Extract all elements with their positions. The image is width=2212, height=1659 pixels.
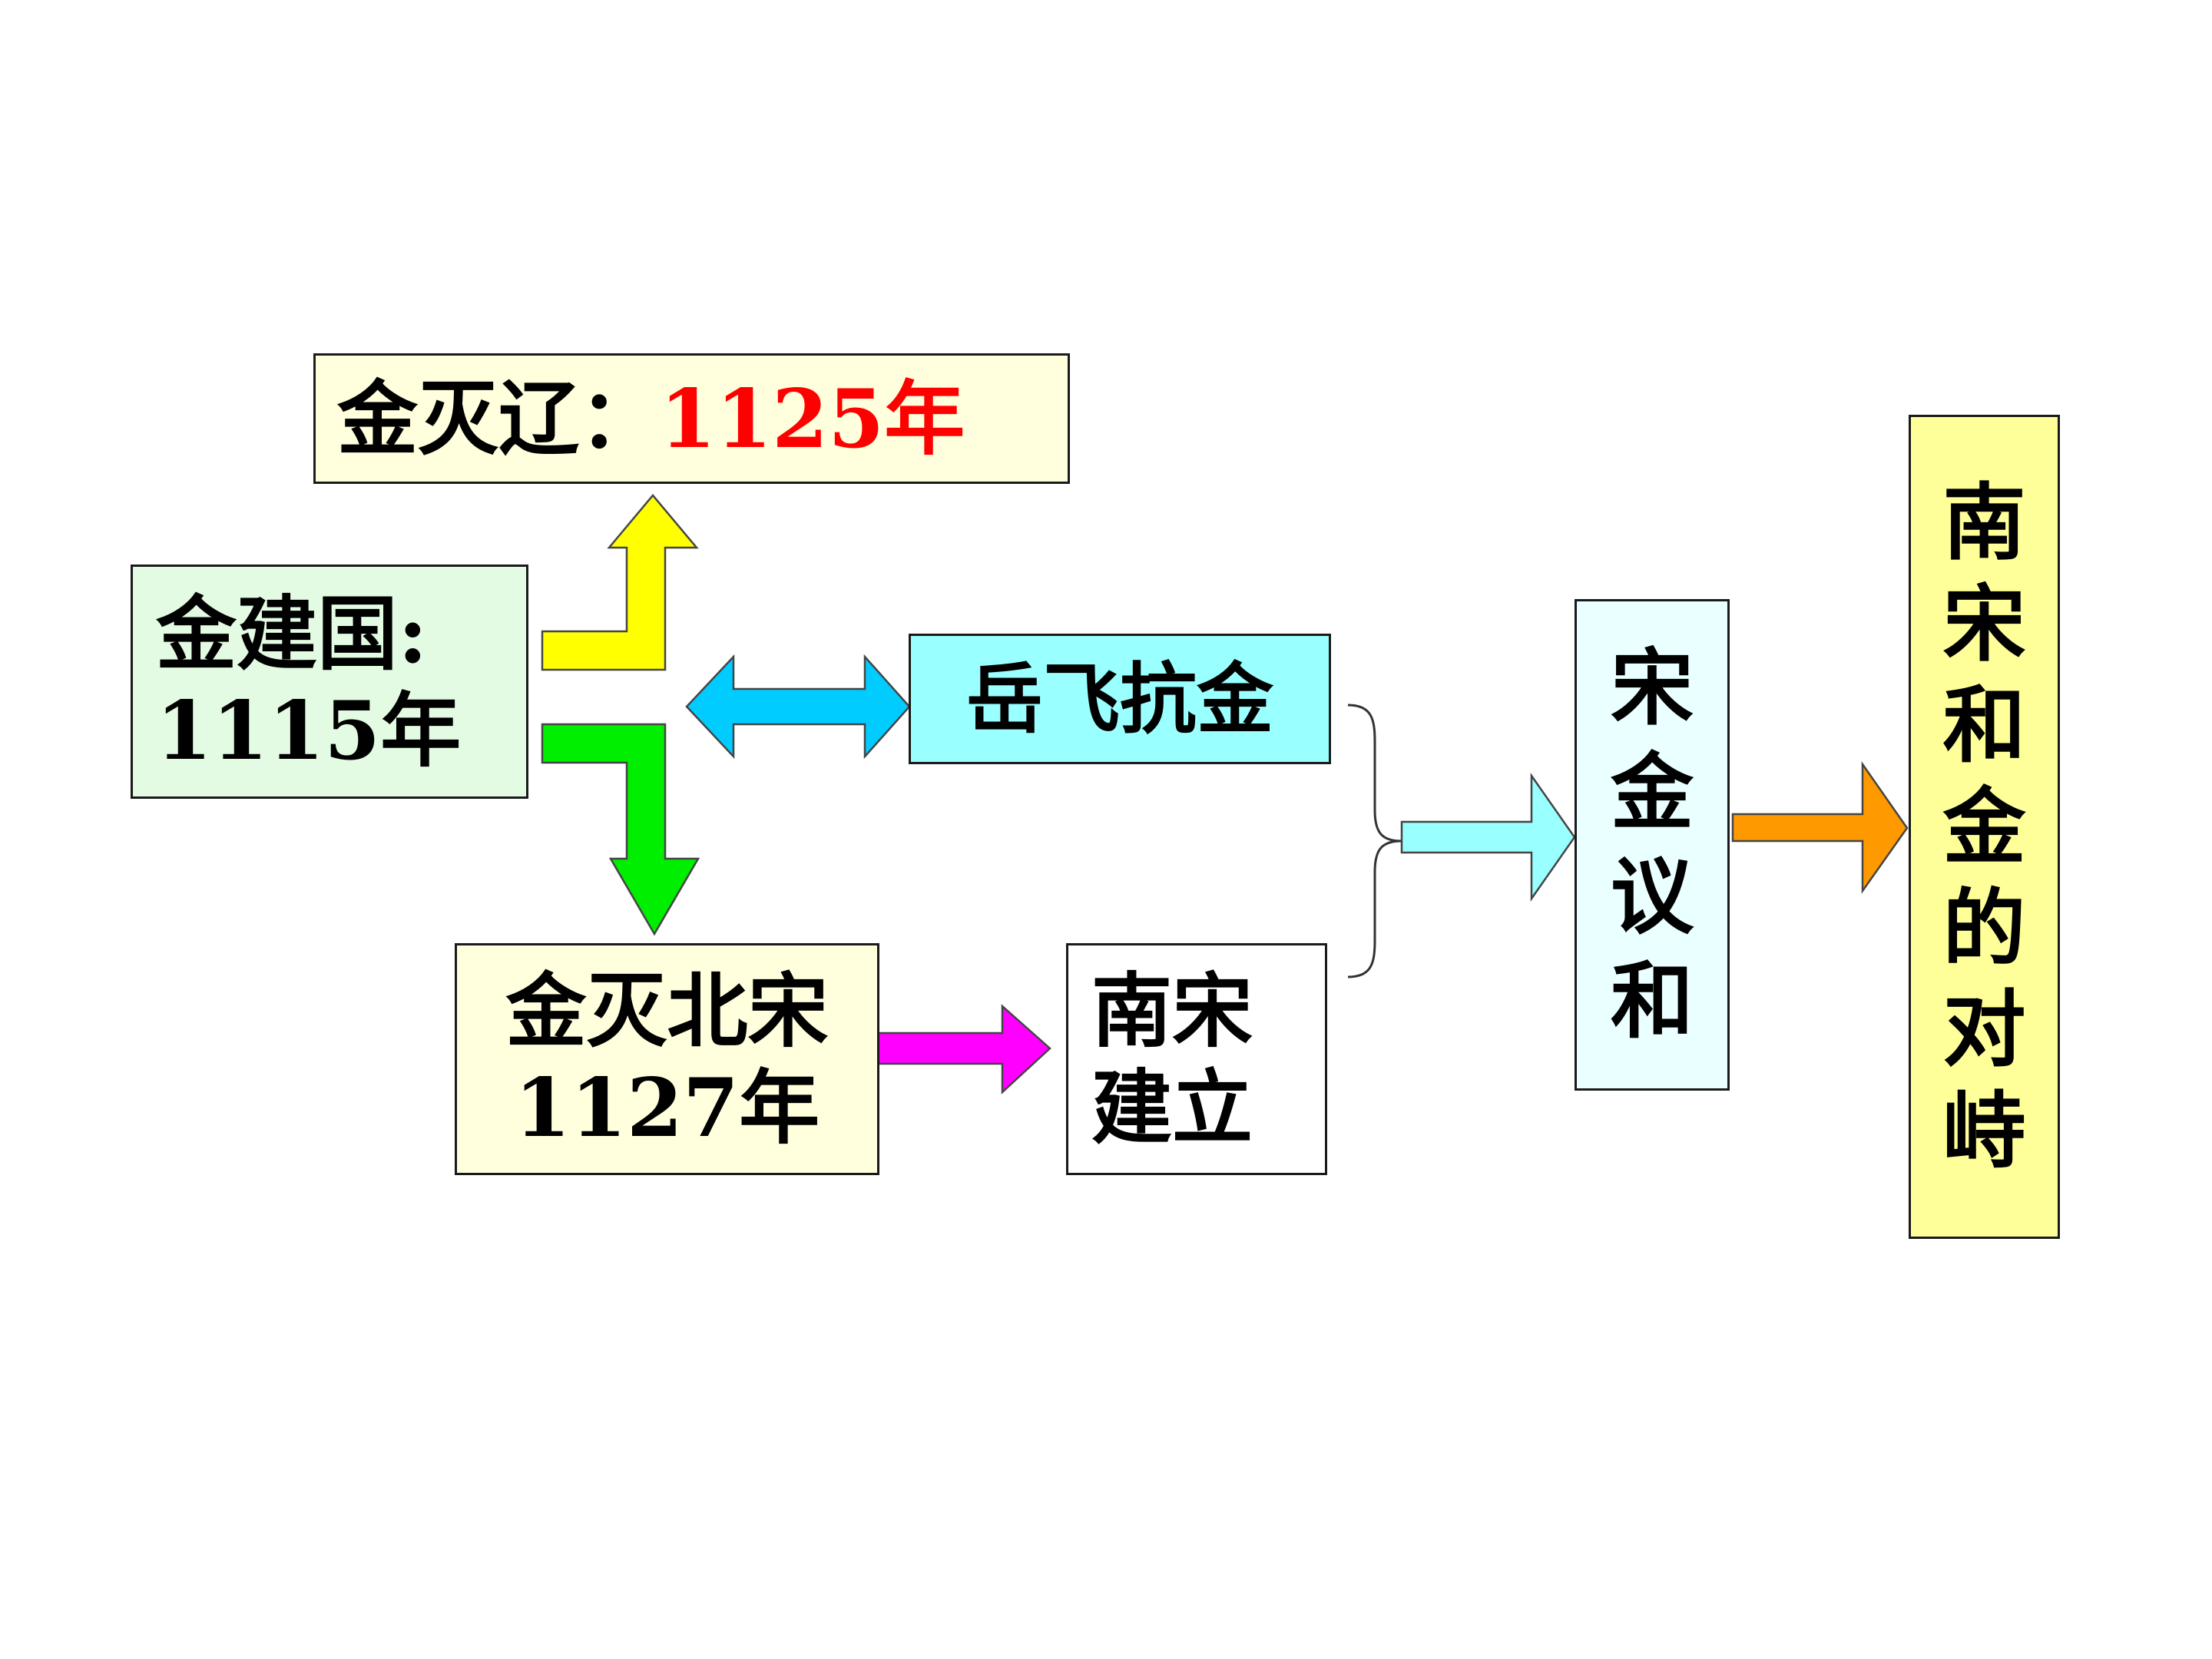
song-jin-peace-char: 宋 — [1610, 640, 1694, 737]
song-jin-peace-char: 议 — [1610, 849, 1694, 945]
southern-song-founded-box: 南宋 建立 — [1066, 943, 1327, 1175]
confrontation-char: 峙 — [1942, 1082, 2026, 1180]
jin-founding-title: 金建国: — [156, 585, 428, 681]
blue-double-arrow — [685, 654, 911, 760]
jin-destroys-liao-label: 金灭辽： — [337, 371, 661, 466]
yue-fei-label: 岳飞抗金 — [966, 654, 1273, 744]
song-jin-peace-box: 宋 金 议 和 — [1575, 599, 1730, 1091]
yue-fei-box: 岳飞抗金 — [909, 634, 1331, 764]
jin-founding-year: 1115年 — [156, 682, 462, 778]
lightcyan-right-arrow — [1400, 773, 1576, 902]
curly-brace — [1347, 704, 1402, 979]
jin-destroys-northern-song-box: 金灭北宋 1127年 — [455, 943, 879, 1175]
green-down-arrow — [541, 723, 700, 936]
orange-right-arrow — [1731, 761, 1909, 894]
magenta-right-arrow — [876, 1004, 1051, 1094]
confrontation-char: 宋 — [1942, 575, 2026, 673]
confrontation-char: 南 — [1942, 474, 2026, 571]
song-jin-peace-char: 和 — [1610, 953, 1694, 1050]
confrontation-char: 对 — [1942, 981, 2026, 1078]
southern-song-founded-line1: 南宋 — [1091, 963, 1253, 1058]
confrontation-char: 和 — [1942, 677, 2026, 774]
jin-destroys-liao-box: 金灭辽：1125年 — [313, 353, 1070, 484]
southern-song-founded-line2: 建立 — [1091, 1060, 1253, 1155]
jin-destroys-northern-song-year: 1127年 — [514, 1060, 820, 1155]
confrontation-box: 南 宋 和 金 的 对 峙 — [1909, 415, 2060, 1239]
jin-destroys-liao-year: 1125年 — [660, 371, 965, 466]
jin-destroys-northern-song-title: 金灭北宋 — [505, 963, 829, 1058]
song-jin-peace-char: 金 — [1610, 744, 1694, 841]
confrontation-char: 的 — [1942, 879, 2026, 977]
yellow-up-arrow — [541, 494, 699, 671]
jin-founding-box: 金建国: 1115年 — [131, 565, 528, 799]
confrontation-char: 金 — [1942, 778, 2026, 876]
